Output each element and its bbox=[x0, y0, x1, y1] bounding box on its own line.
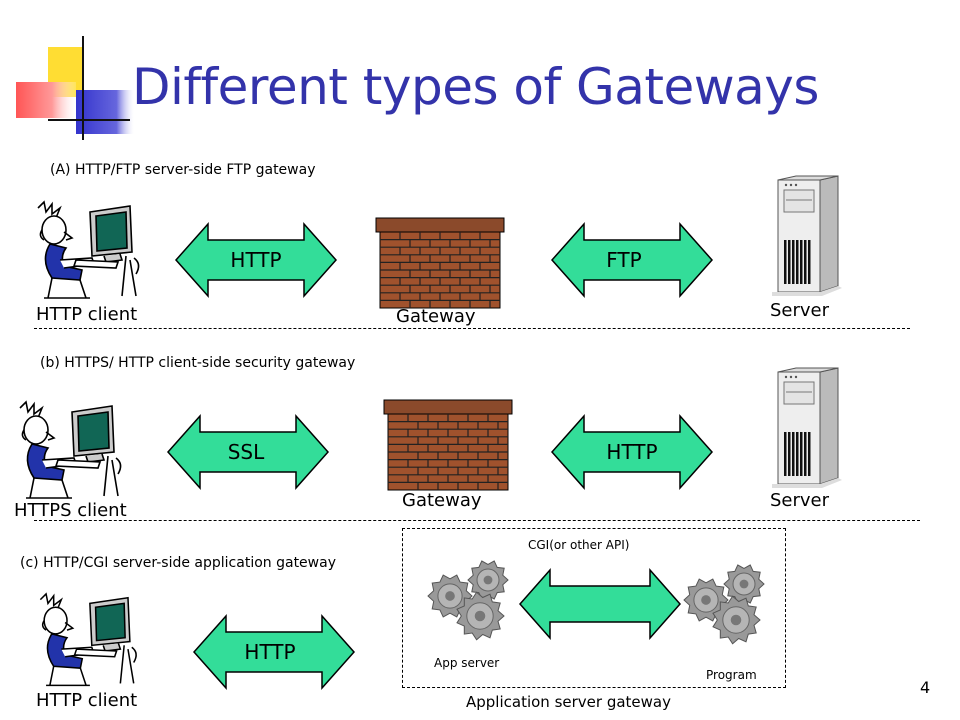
tower-server-icon bbox=[772, 367, 842, 488]
section-c-left-arrow-label: HTTP bbox=[244, 640, 296, 664]
application-server-gateway-label: Application server gateway bbox=[466, 693, 671, 711]
section-c-client-label: HTTP client bbox=[36, 690, 138, 711]
section-b-server-label: Server bbox=[770, 490, 830, 511]
section-b-client-label: HTTPS client bbox=[14, 500, 127, 521]
api-label: CGI(or other API) bbox=[528, 538, 630, 552]
section-a-gateway-label: Gateway bbox=[396, 306, 476, 327]
double-arrow-icon bbox=[192, 614, 356, 690]
app-server-label: App server bbox=[434, 656, 500, 670]
gears-icon bbox=[683, 564, 765, 645]
section-a-client-label: HTTP client bbox=[36, 304, 138, 325]
double-arrow-icon bbox=[518, 568, 682, 640]
section-divider bbox=[34, 328, 910, 329]
section-a-right-arrow-label: FTP bbox=[606, 248, 642, 272]
section-b-right-arrow-label: HTTP bbox=[606, 440, 658, 464]
brick-wall-icon bbox=[383, 399, 513, 491]
section-a-server-label: Server bbox=[770, 300, 830, 321]
gears-icon bbox=[427, 560, 509, 641]
tower-server-icon bbox=[772, 175, 842, 296]
page-title: Different types of Gateways bbox=[132, 58, 819, 116]
section-c-caption: (c) HTTP/CGI server-side application gat… bbox=[20, 555, 336, 571]
double-arrow-icon bbox=[550, 222, 714, 298]
double-arrow-icon bbox=[174, 222, 338, 298]
double-arrow-icon bbox=[550, 414, 714, 490]
person-at-computer-icon bbox=[39, 592, 137, 687]
person-at-computer-icon bbox=[37, 200, 140, 299]
section-b-caption: (b) HTTPS/ HTTP client-side security gat… bbox=[40, 355, 356, 371]
section-b-left-arrow-label: SSL bbox=[227, 440, 265, 464]
page-number: 4 bbox=[920, 678, 931, 697]
application-server-gateway-box bbox=[402, 528, 786, 688]
person-at-computer-icon bbox=[19, 400, 122, 499]
section-divider bbox=[34, 520, 920, 521]
program-label: Program bbox=[706, 668, 757, 682]
brick-wall-icon bbox=[375, 217, 505, 309]
corner-logo-icon bbox=[16, 36, 134, 140]
double-arrow-icon bbox=[166, 414, 330, 490]
section-a-left-arrow-label: HTTP bbox=[230, 248, 282, 272]
section-b-gateway-label: Gateway bbox=[402, 490, 482, 511]
section-a-caption: (A) HTTP/FTP server-side FTP gateway bbox=[50, 162, 316, 178]
